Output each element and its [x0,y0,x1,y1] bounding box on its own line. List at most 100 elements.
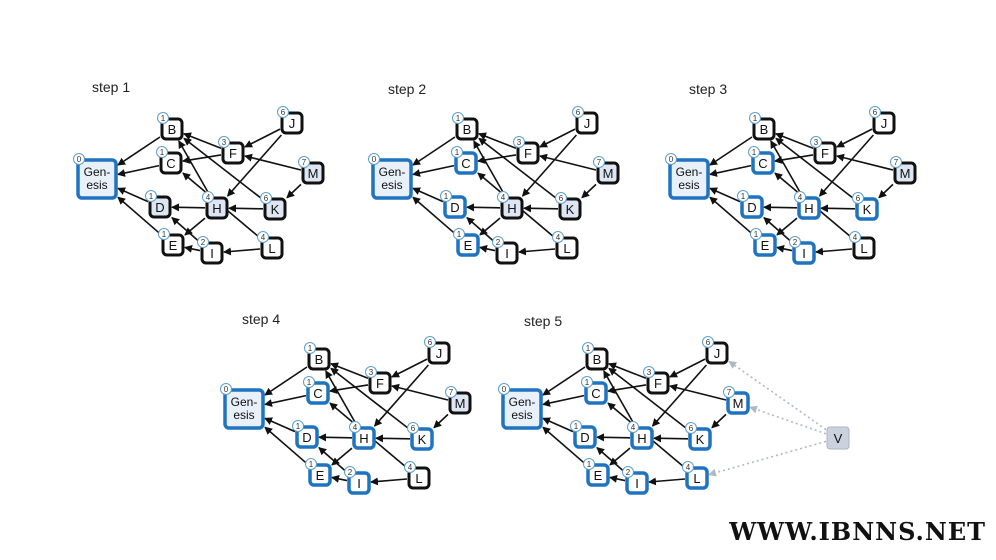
weight-badge: 4 [202,191,214,203]
edge-i-to-d [596,446,626,473]
node-label: L [860,241,867,256]
svg-text:6: 6 [706,338,711,347]
edge-d-to-genesis [412,187,444,203]
edge-h-to-b [178,140,211,197]
edge-m-to-f [539,153,597,171]
svg-text:6: 6 [411,424,416,433]
edge-h-to-d [596,433,631,442]
svg-text:4: 4 [798,193,803,202]
node-label: E [761,238,770,253]
node-m: M7 [593,156,620,185]
node-label: B [593,352,602,367]
node-label: H [359,431,368,446]
svg-text:0: 0 [372,155,377,164]
node-l: L4 [404,461,431,490]
node-label: H [637,431,646,446]
weight-badge: 4 [257,231,269,243]
weight-badge: 4 [849,231,861,243]
edge-k-to-h [375,434,411,443]
node-label: Gen- [231,395,258,409]
node-label: J [881,116,888,131]
voter-node: V [826,426,850,450]
svg-text:1: 1 [160,148,165,157]
node-h: H4 [497,191,524,220]
node-label: K [418,432,427,447]
node-label: H [212,201,221,216]
weight-badge: 4 [627,421,639,433]
node-label: I [802,246,806,261]
svg-text:2: 2 [793,238,798,247]
edge-i-to-d [171,216,201,243]
edge-l-to-i [815,247,853,256]
node-label: esis [511,408,532,422]
weight-badge: 2 [197,236,209,248]
node-label: E [464,238,473,253]
edge-k-to-h [820,204,856,213]
weight-badge: 6 [852,192,864,204]
edge-j-to-h [521,134,578,197]
edge-h-to-d [171,203,206,212]
svg-text:4: 4 [206,193,211,202]
edge-j-to-h [226,134,283,197]
weight-badge: 3 [365,366,377,378]
node-d: D1 [440,190,467,219]
weight-badge: 2 [492,236,504,248]
weight-badge: 6 [702,336,714,348]
node-k: K6 [260,192,287,221]
node-label: M [733,396,744,411]
node-label: K [696,432,705,447]
svg-text:6: 6 [428,338,433,347]
node-label: D [580,430,589,445]
svg-text:6: 6 [689,424,694,433]
svg-text:1: 1 [444,192,449,201]
node-c: C1 [303,376,330,405]
weight-badge: 1 [157,112,169,124]
edge-h-to-d [466,203,501,212]
edge-i-to-e [776,244,793,253]
node-i: I2 [344,466,371,495]
node-label: E [169,238,178,253]
edge-k-to-h [523,204,559,213]
node-label: Gen- [509,395,536,409]
svg-text:4: 4 [261,233,266,242]
weight-badge: 1 [583,458,595,470]
svg-text:7: 7 [449,388,454,397]
node-label: L [415,471,422,486]
voter-edge-l [708,440,827,477]
edge-j-to-h [818,134,875,197]
node-l: L4 [849,231,876,260]
edge-h-to-b [473,140,506,197]
node-e: E1 [583,458,610,487]
edge-b-to-genesis [542,366,586,396]
node-e: E1 [305,458,332,487]
node-label: B [463,122,472,137]
svg-text:1: 1 [162,230,167,239]
svg-text:1: 1 [587,460,592,469]
weight-badge: 6 [277,106,289,118]
edge-m-to-k [286,183,302,199]
edge-j-to-f [244,128,281,148]
node-label: I [635,476,639,491]
edge-i-to-e [479,244,496,253]
node-label: esis [233,408,254,422]
edge-f-to-b [183,132,222,150]
svg-text:1: 1 [455,148,460,157]
svg-text:4: 4 [853,233,858,242]
edge-c-to-genesis [117,164,160,177]
edge-k-to-b [330,367,411,431]
node-i: I2 [622,466,649,495]
node-label: L [563,241,570,256]
node-m: M7 [445,386,472,415]
svg-text:0: 0 [77,155,82,164]
svg-text:3: 3 [369,368,374,377]
node-h: H4 [349,421,376,450]
edge-c-to-genesis [542,394,585,407]
weight-badge: 2 [622,466,634,478]
svg-text:4: 4 [408,463,413,472]
